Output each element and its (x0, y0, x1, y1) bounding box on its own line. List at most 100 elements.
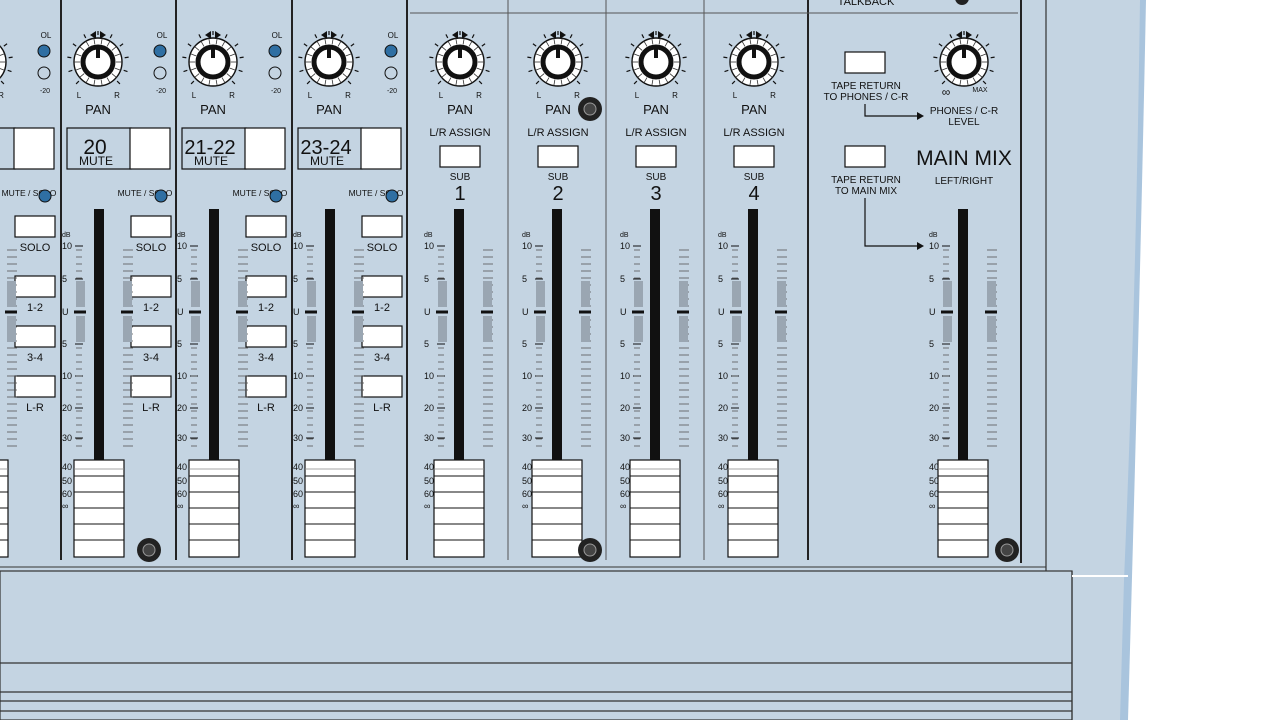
sub-label: SUB (744, 172, 765, 183)
svg-text:5: 5 (620, 339, 625, 349)
svg-text:10: 10 (522, 241, 532, 251)
tape-return-main-label-1: TAPE RETURN (831, 175, 901, 186)
mute-solo-led (269, 189, 283, 203)
lr-assign-button-4[interactable] (733, 145, 775, 168)
sub-jack-top (578, 97, 602, 121)
assign-button-3-4-2[interactable] (130, 325, 172, 348)
svg-text:10: 10 (929, 371, 939, 381)
ol-label: OL (388, 31, 399, 40)
svg-text:5: 5 (929, 274, 934, 284)
svg-text:60: 60 (718, 489, 728, 499)
solo-button-1[interactable] (14, 215, 56, 238)
svg-text:5: 5 (718, 339, 723, 349)
sub-fader-1[interactable] (433, 209, 485, 558)
assign-label: 3-4 (27, 352, 43, 364)
channel-fader-3[interactable] (188, 209, 240, 558)
assign-button-L-R-3[interactable] (245, 375, 287, 398)
channel-fader-1[interactable] (0, 209, 9, 558)
lr-assign-button-2[interactable] (537, 145, 579, 168)
assign-button-1-2-1[interactable] (14, 275, 56, 298)
phones-level-label-1: PHONES / C-R (930, 106, 998, 117)
assign-button-1-2-4[interactable] (361, 275, 403, 298)
pan-knob-1[interactable]: LR (0, 31, 13, 100)
pan-left-mark: L (733, 91, 738, 100)
assign-button-3-4-4[interactable] (361, 325, 403, 348)
assign-button-L-R-1[interactable] (14, 375, 56, 398)
svg-text:20: 20 (620, 403, 630, 413)
svg-text:10: 10 (177, 371, 187, 381)
svg-text:40: 40 (293, 462, 303, 472)
mute-button-1[interactable] (13, 127, 55, 170)
tape-return-main-button[interactable] (844, 145, 886, 168)
assign-button-L-R-4[interactable] (361, 375, 403, 398)
assign-button-1-2-2[interactable] (130, 275, 172, 298)
console-body (0, 0, 1140, 720)
svg-text:dB: dB (293, 232, 302, 239)
svg-text:∞: ∞ (929, 501, 935, 511)
assign-button-1-2-3[interactable] (245, 275, 287, 298)
sub-pan-label: PAN (643, 102, 669, 117)
svg-text:10: 10 (620, 241, 630, 251)
sub-fader-3[interactable] (629, 209, 681, 558)
tape-return-phones-button[interactable] (844, 51, 886, 74)
svg-text:30: 30 (522, 433, 532, 443)
assign-button-L-R-2[interactable] (130, 375, 172, 398)
svg-text:50: 50 (718, 476, 728, 486)
svg-text:50: 50 (424, 476, 434, 486)
mute-button-4[interactable] (360, 127, 402, 170)
lr-assign-label: L/R ASSIGN (527, 127, 588, 139)
svg-text:10: 10 (62, 371, 72, 381)
main-mix-fader[interactable] (937, 209, 989, 558)
svg-text:5: 5 (177, 274, 182, 284)
pan-right-mark: R (770, 91, 776, 100)
pan-right-mark: R (574, 91, 580, 100)
phones-level-knob[interactable] (933, 31, 995, 87)
pan-right-mark: R (345, 91, 351, 100)
mute-button-3[interactable] (244, 127, 286, 170)
assign-button-3-4-1[interactable] (14, 325, 56, 348)
channel-fader-2[interactable] (73, 209, 125, 558)
pan-right-mark: R (229, 91, 235, 100)
channel-fader-4[interactable] (304, 209, 356, 558)
svg-text:40: 40 (718, 462, 728, 472)
svg-text:50: 50 (522, 476, 532, 486)
svg-text:30: 30 (929, 433, 939, 443)
assign-button-3-4-3[interactable] (245, 325, 287, 348)
pan-left-mark: L (308, 91, 313, 100)
sub-fader-2[interactable] (531, 209, 583, 558)
solo-button-2[interactable] (130, 215, 172, 238)
svg-text:5: 5 (177, 339, 182, 349)
solo-button-4[interactable] (361, 215, 403, 238)
svg-text:10: 10 (293, 241, 303, 251)
sub-fader-4[interactable] (727, 209, 779, 558)
svg-text:30: 30 (293, 433, 303, 443)
svg-text:U: U (177, 307, 184, 317)
sub-pan-label: PAN (741, 102, 767, 117)
svg-text:60: 60 (424, 489, 434, 499)
assign-label: 1-2 (258, 302, 274, 314)
solo-button-3[interactable] (245, 215, 287, 238)
mute-button-2[interactable] (129, 127, 171, 170)
svg-text:5: 5 (929, 339, 934, 349)
svg-text:dB: dB (177, 232, 186, 239)
pan-left-mark: L (537, 91, 542, 100)
svg-text:10: 10 (177, 241, 187, 251)
minus20-label: -20 (387, 88, 397, 95)
lr-assign-button-3[interactable] (635, 145, 677, 168)
svg-text:10: 10 (718, 241, 728, 251)
lr-assign-button-1[interactable] (439, 145, 481, 168)
svg-text:U: U (620, 307, 627, 317)
svg-text:50: 50 (293, 476, 303, 486)
